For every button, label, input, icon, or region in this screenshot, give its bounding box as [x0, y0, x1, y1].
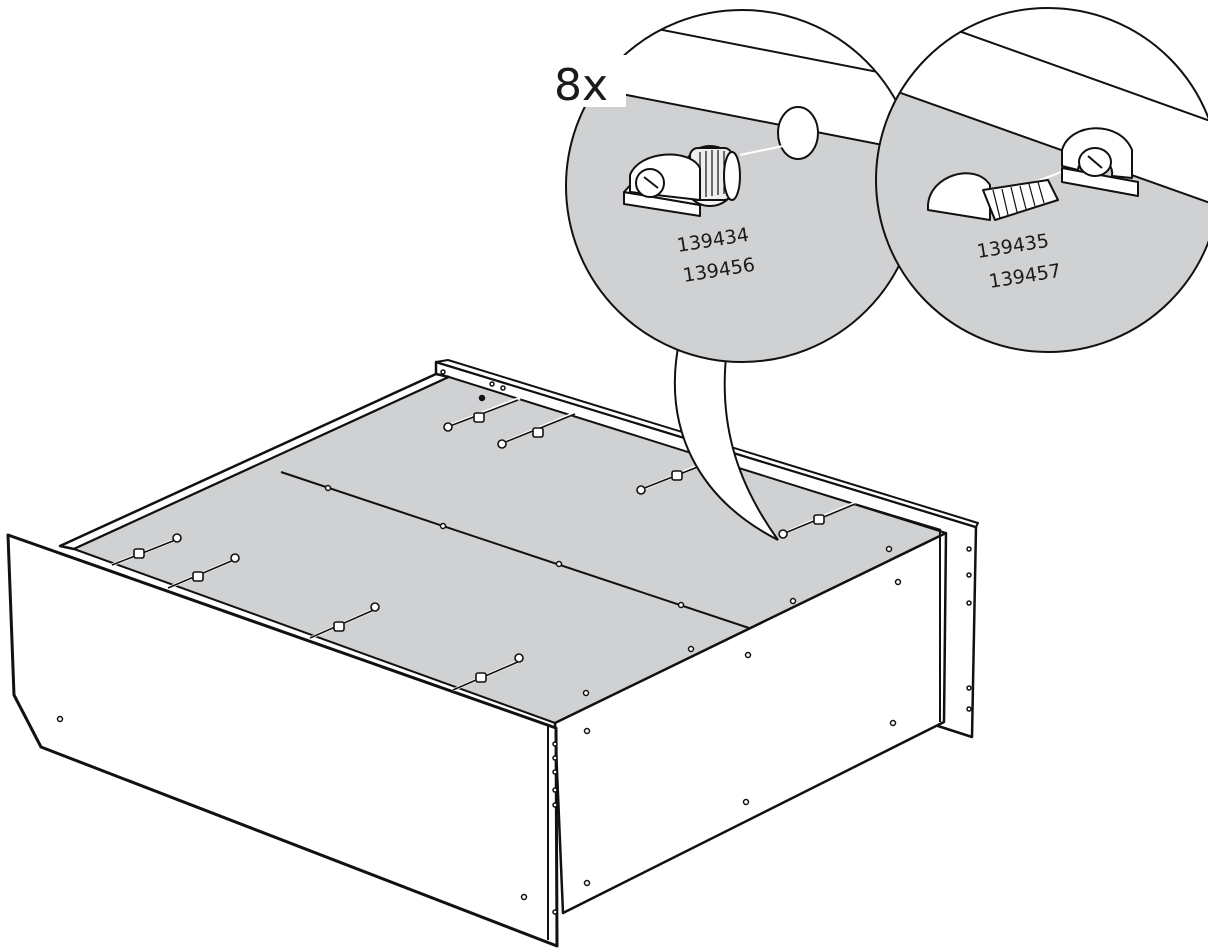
fitting [636, 463, 701, 495]
cam-lock-fitting-right [1061, 127, 1139, 197]
fitting [497, 411, 576, 449]
wedge-dowel-fitting [927, 172, 1059, 221]
fitting [443, 396, 521, 432]
fitting [167, 553, 240, 590]
bottom-panel-seam [280, 471, 750, 629]
panel-holes [56, 369, 972, 915]
quantity-label-bg [548, 55, 626, 107]
right-side-panel [553, 531, 948, 915]
fitting [309, 602, 380, 640]
front-panel [6, 533, 559, 948]
fittings-on-bottom-panel [111, 396, 856, 692]
detail-callout-pointer [673, 336, 779, 541]
cam-lock-fitting [623, 145, 741, 217]
quantity-label: 8x [554, 60, 608, 111]
fitting [452, 653, 524, 692]
fitting [778, 501, 856, 539]
fitting [111, 533, 182, 567]
detail-circle-right: 139435 139457 [875, 7, 1208, 353]
drawer-box [6, 359, 979, 948]
